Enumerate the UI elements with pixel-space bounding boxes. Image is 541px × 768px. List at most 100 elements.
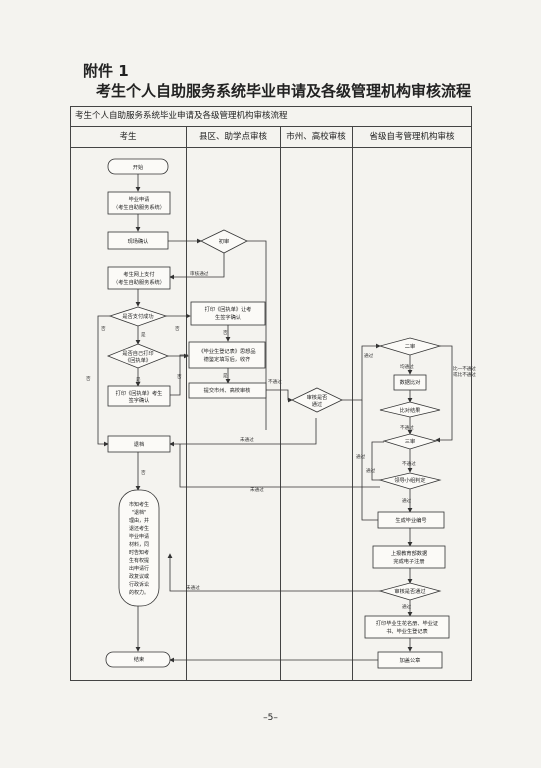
label-county-yes: 是: [223, 373, 228, 379]
start-text: 开始: [133, 163, 144, 171]
gen-no-text: 生成毕业编号: [395, 516, 426, 524]
seal-text: 加盖公章: [400, 656, 421, 664]
pay-ok-diamond: [108, 306, 168, 327]
label-city-fail: 未通过: [240, 436, 254, 443]
annex-label: 附件 1: [83, 62, 129, 80]
lane-divider-3: [352, 126, 353, 681]
label-second-pass: 均通过: [400, 363, 414, 370]
notice-line-5: 毕业申请: [129, 533, 149, 540]
label-third-fail: 不通过: [402, 460, 416, 467]
label-panel-pass: 通过: [402, 497, 412, 504]
label-compare-fail: 不通过: [400, 424, 414, 431]
pay-box: [107, 266, 171, 290]
label-county-no: 否: [223, 330, 228, 336]
pass-check-diamond: [378, 582, 442, 601]
city-review-text-2: 通过: [312, 400, 322, 408]
notice-line-9: 出申请行: [129, 565, 149, 572]
gen-no-box: [377, 511, 445, 529]
notice-line-7: 时告知考: [129, 549, 149, 556]
compare-text: 数据比对: [400, 378, 421, 386]
panel-diamond: [378, 472, 442, 490]
end-node: [105, 651, 171, 668]
lane-divider-2: [280, 126, 281, 681]
notice-line-12: 的权力。: [129, 589, 149, 596]
city-review-text-1: 审核是否: [307, 393, 328, 401]
print-cert-box: [364, 615, 450, 639]
header-top-line: [70, 126, 472, 127]
county-fill-text-1: 《毕业生登记表》思想品: [198, 347, 255, 355]
flowchart-title: 考生个人自助服务系统毕业申请及各级管理机构审核流程: [75, 111, 288, 121]
start-node: [107, 158, 169, 175]
label-archive-no: 否: [86, 376, 91, 382]
lane-divider-1: [186, 126, 187, 681]
compare-box: [393, 374, 427, 391]
lane-header-county: 县区、助学点审核: [198, 132, 267, 142]
apply-text-2: （考生自助服务系统）: [113, 203, 165, 211]
notice-line-2: "退档": [132, 509, 147, 516]
county-fill-box: [188, 341, 266, 369]
end-text: 结束: [134, 655, 144, 663]
notice-line-3: 理由，并: [129, 517, 149, 524]
label-left-fail: 或比不通过: [453, 371, 476, 378]
label-left-pass: 比一不通过: [453, 365, 476, 372]
label-third-pass: 通过: [366, 467, 376, 474]
label-check-fail: 未通过: [186, 584, 200, 591]
label-city-pass: 通过: [364, 352, 374, 359]
submit-box: [188, 382, 267, 399]
label-printed-yes: 是: [136, 377, 141, 383]
pay-text-1: 考生网上支付: [123, 270, 154, 278]
notice-line-6: 材料，同: [129, 541, 149, 548]
onsite-box: [107, 231, 169, 250]
printed-text-1: 是否自己打印: [122, 349, 153, 357]
page-number: –5–: [263, 713, 278, 723]
county-print-box: [190, 301, 266, 326]
lane-header-province: 省级自考管理机构审核: [369, 132, 455, 142]
initial-diamond: [200, 229, 248, 254]
label-pay-no: 否: [101, 326, 106, 332]
label-review-pass: 审核通过: [190, 270, 209, 277]
print-cert-text-1: 打印毕业生花名册、毕业证: [376, 619, 438, 627]
submit-text: 提交市州、高校审核: [204, 386, 251, 394]
second-text: 二审: [405, 342, 415, 350]
city-review-diamond: [291, 387, 343, 413]
print-self-text-1: 打印《回执单》考生: [116, 389, 163, 397]
third-diamond: [382, 433, 438, 450]
printed-text-2: 《回执单》: [125, 356, 151, 364]
notice-line-1: 市知考生: [129, 501, 149, 508]
onsite-text: 现场确认: [128, 237, 150, 245]
pay-ok-text: 是否支付成功: [122, 312, 153, 320]
label-archive-down: 否: [141, 470, 146, 476]
seal-box: [377, 651, 443, 669]
report-text-2: 完成电子注册: [393, 557, 424, 565]
lane-header-candidate: 考生: [119, 132, 137, 142]
print-cert-text-2: 书、毕业生登记表: [386, 627, 428, 635]
report-box: [372, 545, 446, 569]
second-diamond: [378, 337, 442, 356]
notice-line-11: 行政诉讼: [129, 581, 149, 588]
notice-box: [118, 489, 160, 607]
lane-header-city: 市州、高校审核: [286, 132, 346, 142]
notice-line-8: 生有权提: [129, 557, 149, 564]
apply-text-1: 毕业申请: [129, 195, 150, 203]
label-printed-no: 否: [177, 374, 182, 380]
print-self-text-2: 签字确认: [129, 396, 151, 404]
label-pay-right-no: 否: [175, 326, 180, 332]
label-county-fail: 不通过: [268, 378, 282, 385]
county-print-text-1: 打印《回执单》让考: [205, 305, 252, 313]
panel-text: 领导小组判定: [394, 476, 425, 484]
county-print-text-2: 生签字确认: [215, 313, 242, 321]
notice-line-4: 退还考生: [129, 525, 149, 532]
notice-line-10: 政复议或: [129, 573, 149, 580]
printed-diamond: [106, 343, 170, 369]
report-text-1: 上报教育部数据: [391, 549, 427, 557]
compare-result-diamond: [379, 401, 441, 418]
county-fill-text-2: 德鉴定填写后，收齐: [204, 355, 251, 363]
apply-box: [107, 191, 171, 215]
compare-result-text: 比对结果: [400, 406, 421, 414]
header-bottom-line: [70, 147, 472, 148]
label-panel-fail: 未通过: [250, 486, 264, 493]
flowchart-frame: [70, 106, 472, 681]
print-self-box: [107, 385, 171, 407]
archive-text: 退档: [134, 440, 144, 448]
